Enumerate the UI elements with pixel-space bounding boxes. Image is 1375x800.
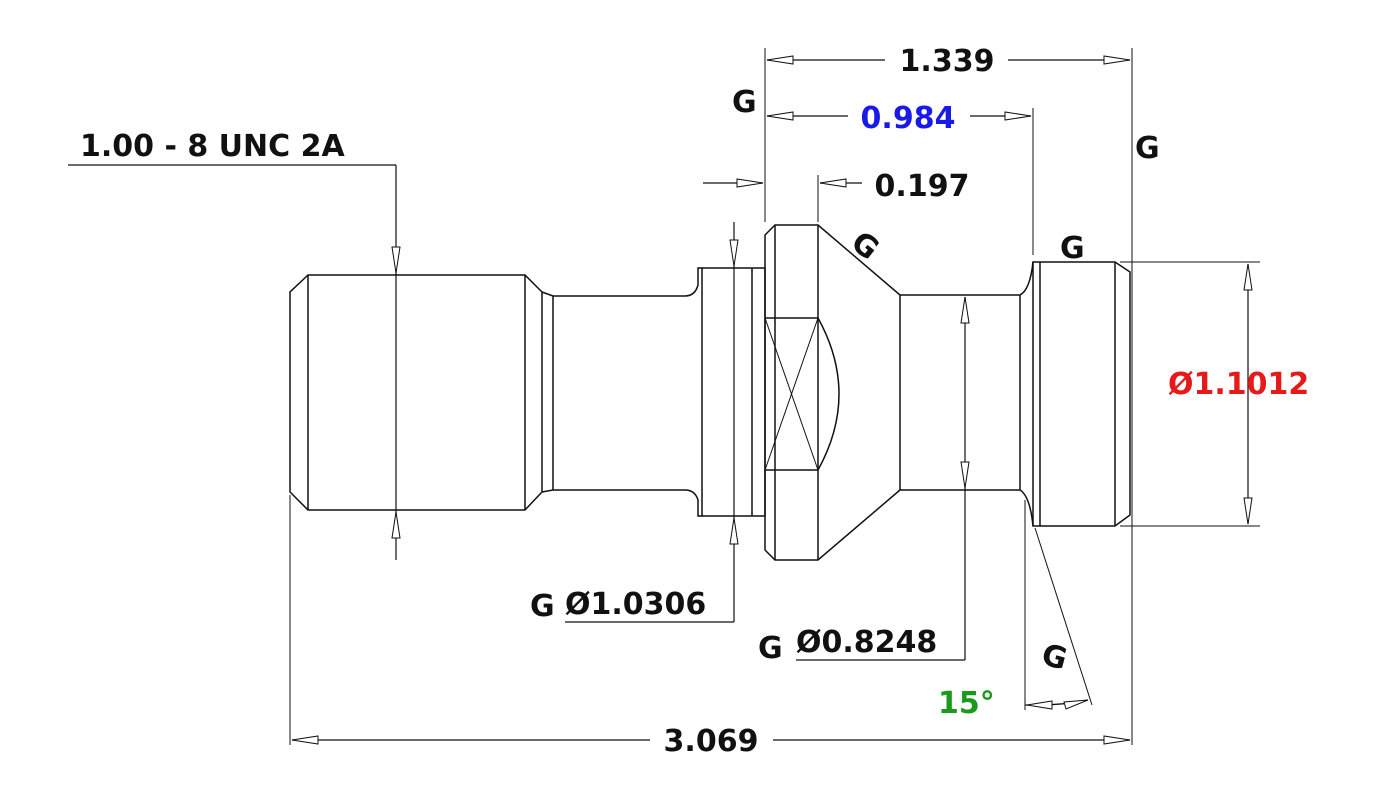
- extension-lines: [289, 48, 1260, 745]
- dim-0197: 0.197: [703, 169, 969, 204]
- dim-3069-label: 3.069: [664, 724, 759, 759]
- dim-dia-10306: G Ø1.0306: [530, 222, 739, 624]
- dim-angle-label: 15°: [938, 686, 995, 721]
- dim-1339: 1.339: [766, 44, 1131, 79]
- dim-dia-08248-label: Ø0.8248: [796, 625, 937, 660]
- hex-flange: [764, 224, 901, 561]
- grade-mark-g3: G: [844, 225, 885, 268]
- dim-0984: 0.984: [766, 101, 1032, 136]
- dim-1339-label: 1.339: [900, 44, 995, 79]
- dim-dia-11012: Ø1.1012: [1168, 263, 1309, 525]
- dim-dia-08248: G Ø0.8248: [758, 296, 970, 666]
- grade-mark-g4: G: [1060, 231, 1085, 266]
- threaded-end: [289, 274, 543, 511]
- dim-dia-11012-label: Ø1.1012: [1168, 367, 1309, 402]
- shank-neck: [541, 267, 703, 517]
- dim-dia-10306-label: Ø1.0306: [565, 587, 706, 622]
- grade-mark-g2: G: [1135, 131, 1160, 166]
- dim-3069: 3.069: [291, 724, 1131, 759]
- dim-0984-label: 0.984: [861, 101, 956, 136]
- grade-mark-g7: G: [1038, 637, 1071, 677]
- dim-0197-label: 0.197: [875, 169, 970, 204]
- part-outline: [289, 224, 1131, 561]
- thread-callout: 1.00 - 8 UNC 2A: [68, 129, 401, 560]
- collar-neck: [900, 261, 1034, 527]
- grade-mark-g1: G: [732, 85, 757, 120]
- grade-mark-g6: G: [758, 631, 783, 666]
- thread-spec-label: 1.00 - 8 UNC 2A: [80, 129, 345, 164]
- grade-mark-g5: G: [530, 589, 555, 624]
- dim-angle: 15° G: [938, 637, 1089, 721]
